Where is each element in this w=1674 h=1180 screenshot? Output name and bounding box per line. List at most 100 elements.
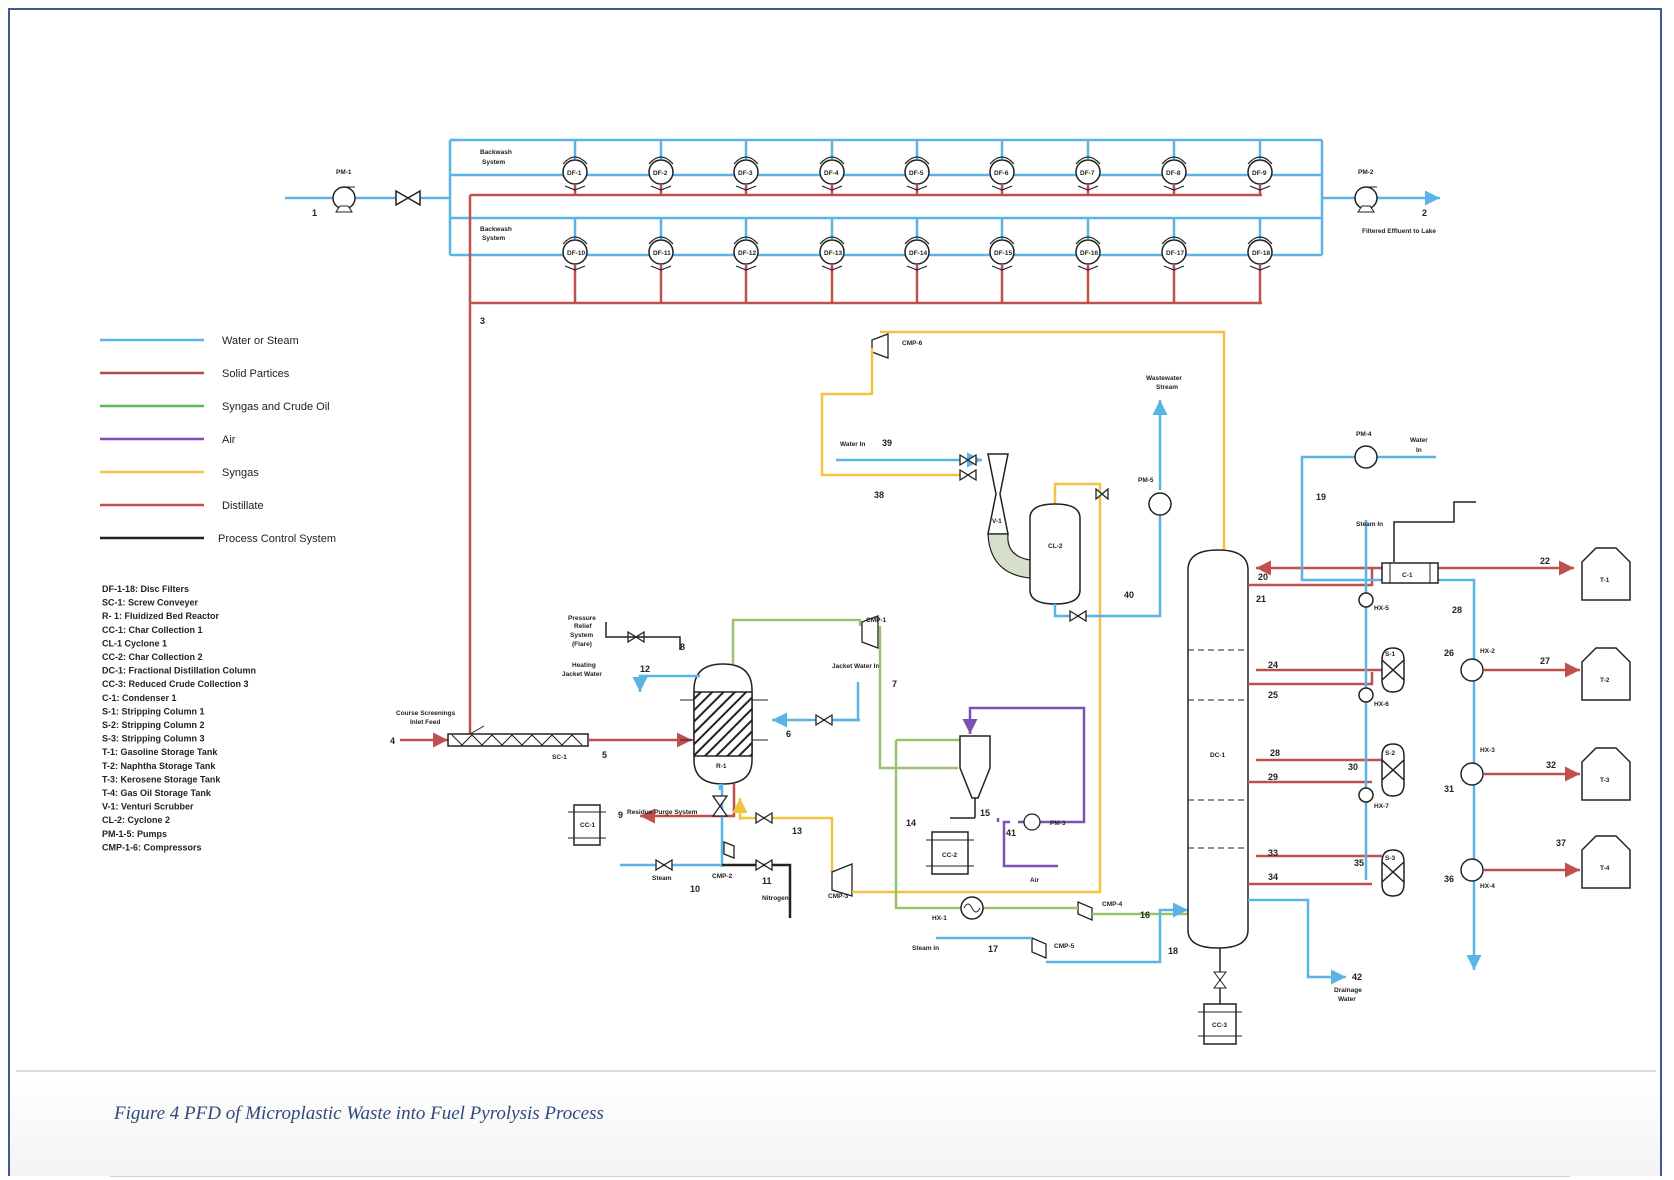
syngas-lines (820, 330, 1226, 916)
abbreviation-item: C-1: Condenser 1 (102, 693, 177, 703)
steam-in-label-2: Steam in (912, 945, 939, 952)
stream-number: 38 (874, 490, 884, 500)
wastewater-label-2: Stream (1156, 384, 1178, 391)
condenser-c1: C-1 (1381, 562, 1439, 584)
stream-number: 4 (390, 736, 395, 746)
hx5-label: HX-5 (1374, 605, 1389, 612)
abbreviation-item: CL-1 Cyclone 1 (102, 638, 167, 648)
stream-number: 40 (1124, 590, 1134, 600)
hx1-label: HX-1 (932, 915, 947, 922)
abbreviation-item: T-1: Gasoline Storage Tank (102, 747, 218, 757)
abbreviation-item: SC-1: Screw Conveyer (102, 598, 199, 608)
hx6-label: HX-6 (1374, 701, 1389, 708)
scrubber-valves (959, 453, 1109, 623)
stream-number: 37 (1556, 838, 1566, 848)
stream-number: 2 (1422, 208, 1427, 218)
abbreviation-item: CC-3: Reduced Crude Collection 3 (102, 679, 249, 689)
abbreviation-item: CMP-1-6: Compressors (102, 842, 202, 852)
hx7-label: HX-7 (1374, 803, 1389, 810)
stream-number: 17 (988, 944, 998, 954)
disc-filter-df-1 (562, 140, 588, 195)
stream-number: 20 (1258, 572, 1268, 582)
pump-pm1: PM-1 (332, 169, 356, 213)
cc1-label: CC-1 (580, 822, 596, 829)
reactor-valves (627, 630, 833, 872)
storage-tank-t3: T-3 (1581, 747, 1631, 801)
distillate-lines (1248, 560, 1580, 886)
stream-number: 31 (1444, 784, 1454, 794)
pressure-label-4: (Flare) (572, 641, 592, 648)
stream-number: 12 (640, 664, 650, 674)
air-label: Air (1030, 877, 1040, 884)
s3-label: S-3 (1385, 855, 1396, 862)
legend-label: Syngas (222, 467, 259, 479)
legend-label: Process Control System (218, 533, 336, 545)
filter-label: DF-13 (824, 250, 842, 257)
stripping-columns (1381, 647, 1405, 897)
nitrogen-label: Nitrogen (762, 895, 789, 902)
storage-tank-t2: T-2 (1581, 647, 1631, 701)
effluent-label: Filtered Effluent to Lake (1362, 228, 1436, 235)
abbreviation-item: T-4: Gas Oil Storage Tank (102, 788, 212, 798)
legend-label: Water or Steam (222, 335, 299, 347)
stream-number: 7 (892, 679, 897, 689)
air-lines (962, 706, 1086, 868)
stream-number: 33 (1268, 848, 1278, 858)
disc-filter-df-5 (904, 140, 930, 195)
filter-label: DF-16 (1080, 250, 1098, 257)
residue-label: Residue Purge System (627, 809, 698, 816)
filter-label: DF-8 (1166, 170, 1181, 177)
abbreviation-item: DC-1: Fractional Distillation Column (102, 666, 256, 676)
stream-number: 25 (1268, 690, 1278, 700)
stream-number: 39 (882, 438, 892, 448)
filter-label: DF-6 (994, 170, 1009, 177)
pump-pm3: PM-3 (1023, 813, 1066, 831)
wastewater-label-1: Wastewater (1146, 375, 1182, 382)
disc-filter-df-17 (1161, 218, 1187, 303)
heat-exchanger-hx1: HX-1 (932, 896, 984, 922)
abbreviation-item: V-1: Venturi Scrubber (102, 802, 194, 812)
heating-label-2: Jacket Water (562, 671, 602, 678)
coarse-label-2: Inlet Feed (410, 719, 440, 726)
disc-filter-df-11 (648, 218, 674, 303)
tank-label: T-1 (1600, 577, 1610, 584)
disc-filter-df-9 (1247, 140, 1273, 195)
cmp1-label: CMP-1 (866, 617, 887, 624)
tank-label: T-4 (1600, 865, 1610, 872)
pump-pm5: PM-5 (1138, 477, 1172, 516)
pm1-label: PM-1 (336, 169, 352, 176)
abbreviation-item: CL-2: Cyclone 2 (102, 815, 170, 825)
hx4-label: HX-4 (1480, 883, 1495, 890)
s1-label: S-1 (1385, 651, 1396, 658)
abbreviation-item: PM-1-5: Pumps (102, 829, 167, 839)
filter-label: DF-18 (1252, 250, 1270, 257)
stream-number: 35 (1354, 858, 1364, 868)
caption-separator (16, 1070, 1656, 1072)
stream-number: 6 (786, 729, 791, 739)
disc-filter-df-6 (989, 140, 1015, 195)
cyclone-cl1: CC-2 (926, 735, 991, 875)
filter-label: DF-3 (738, 170, 753, 177)
disc-filter-df-10 (562, 218, 588, 303)
stream-number: 28 (1452, 605, 1462, 615)
hx3-label: HX-3 (1480, 747, 1495, 754)
s2-label: S-2 (1385, 750, 1396, 757)
stream-number: 15 (980, 808, 990, 818)
stream-number: 21 (1256, 594, 1266, 604)
cc2-label: CC-2 (942, 852, 958, 859)
disc-filter-df-16 (1075, 218, 1101, 303)
filter-label: DF-11 (653, 250, 671, 257)
disc-filter-df-14 (904, 218, 930, 303)
abbreviation-item: S-3: Stripping Column 3 (102, 734, 205, 744)
abbreviation-item: S-2: Stripping Column 2 (102, 720, 205, 730)
stream-number: 22 (1540, 556, 1550, 566)
filter-label: DF-4 (824, 170, 839, 177)
disc-filter-df-2 (648, 140, 674, 195)
pm3-label: PM-3 (1050, 820, 1066, 827)
stream-number: 24 (1268, 660, 1278, 670)
cc3-label: CC-3 (1212, 1022, 1228, 1029)
r1-label: R-1 (716, 763, 727, 770)
filter-label: DF-5 (909, 170, 924, 177)
